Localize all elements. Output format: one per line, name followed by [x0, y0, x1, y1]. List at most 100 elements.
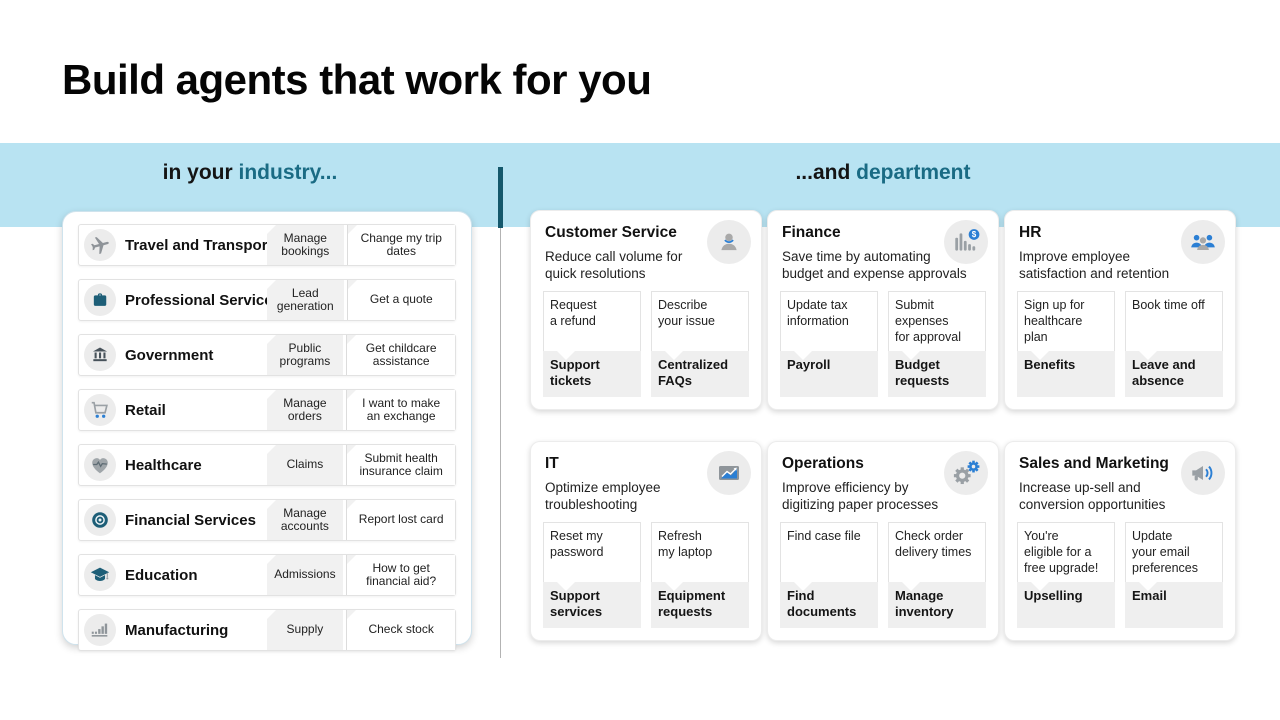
industry-panel: Travel and Transport Manage bookings Cha… — [62, 211, 472, 651]
department-title: Sales and Marketing — [1019, 455, 1169, 472]
department-header: ...and department — [500, 161, 1266, 185]
industry-row: Travel and Transport Manage bookings Cha… — [78, 224, 456, 266]
department-columns: Request a refund Support tickets Describ… — [543, 291, 749, 397]
page-title: Build agents that work for you — [62, 56, 652, 103]
department-description: Save time by automating budget and expen… — [782, 249, 967, 281]
industry-prompt-chip: Check stock — [346, 610, 455, 650]
industry-topic-chip: Manage orders — [266, 390, 344, 430]
industry-label: Government — [125, 346, 214, 364]
prompt-bubble: Check order delivery times — [888, 522, 986, 582]
column-divider-line — [500, 228, 501, 658]
capability-label: Email — [1125, 582, 1223, 628]
industry-main: Healthcare — [79, 445, 267, 485]
gears-icon — [944, 451, 988, 495]
industry-main: Manufacturing — [79, 610, 267, 650]
industry-label: Manufacturing — [125, 621, 229, 639]
industry-main: Travel and Transport — [79, 225, 273, 265]
industry-row: Retail Manage orders I want to make an e… — [78, 389, 456, 431]
prompt-bubble: Describe your issue — [651, 291, 749, 351]
industry-main: Professional Services — [79, 280, 281, 320]
industry-header-accent: industry... — [238, 161, 338, 184]
industry-label: Retail — [125, 401, 166, 419]
department-columns: Update tax information Payroll Submit ex… — [780, 291, 986, 397]
prompt-bubble: Reset my password — [543, 522, 641, 582]
industry-prompt-chip: Get childcare assistance — [346, 335, 455, 375]
capability-label: Manage inventory — [888, 582, 986, 628]
department-column: Request a refund Support tickets — [543, 291, 641, 397]
department-card: IT Optimize employee troubleshooting Res… — [530, 441, 762, 641]
industry-row: Financial Services Manage accounts Repor… — [78, 499, 456, 541]
department-title: Finance — [782, 224, 841, 241]
department-column: Sign up for healthcare plan Benefits — [1017, 291, 1115, 397]
industry-prompt-chip: How to get financial aid? — [346, 555, 455, 595]
svg-text:$: $ — [972, 230, 977, 239]
department-title: Customer Service — [545, 224, 677, 241]
department-column: Describe your issue Centralized FAQs — [651, 291, 749, 397]
industry-topic-chip: Claims — [266, 445, 344, 485]
industry-topic-chip: Admissions — [266, 555, 344, 595]
industry-main: Education — [79, 555, 267, 595]
industry-prompt-chip: Change my trip dates — [346, 225, 455, 265]
bank-icon — [84, 339, 116, 371]
industry-prompt-chip: I want to make an exchange — [346, 390, 455, 430]
industry-topic-chip: Manage bookings — [267, 225, 344, 265]
department-columns: You're eligible for a free upgrade! Upse… — [1017, 522, 1223, 628]
industry-header: in your industry... — [0, 161, 500, 185]
industry-header-prefix: in your — [162, 161, 239, 184]
industry-main: Financial Services — [79, 500, 267, 540]
department-columns: Reset my password Support services Refre… — [543, 522, 749, 628]
department-grid: Customer Service Reduce call volume for … — [530, 210, 1236, 641]
coin-icon — [84, 504, 116, 536]
industry-prompt-chip: Get a quote — [346, 280, 455, 320]
industry-row: Government Public programs Get childcare… — [78, 334, 456, 376]
capability-label: Payroll — [780, 351, 878, 397]
graduation-cap-icon — [84, 559, 116, 591]
department-card: Finance $ Save time by automating budget… — [767, 210, 999, 410]
industry-row: Manufacturing Supply Check stock — [78, 609, 456, 651]
department-description: Improve employee satisfaction and retent… — [1019, 249, 1170, 281]
production-bars-icon — [84, 614, 116, 646]
capability-label: Leave and absence — [1125, 351, 1223, 397]
department-columns: Find case file Find documents Check orde… — [780, 522, 986, 628]
department-column: Find case file Find documents — [780, 522, 878, 628]
department-columns: Sign up for healthcare plan Benefits Boo… — [1017, 291, 1223, 397]
department-column: Book time off Leave and absence — [1125, 291, 1223, 397]
industry-topic-chip: Public programs — [266, 335, 344, 375]
heart-pulse-icon — [84, 449, 116, 481]
industry-label: Education — [125, 566, 198, 584]
industry-label: Travel and Transport — [125, 236, 273, 254]
briefcase-icon — [84, 284, 116, 316]
capability-label: Support services — [543, 582, 641, 628]
industry-row: Professional Services Lead generation Ge… — [78, 279, 456, 321]
industry-topic-chip: Manage accounts — [266, 500, 344, 540]
department-column: Reset my password Support services — [543, 522, 641, 628]
prompt-bubble: Refresh my laptop — [651, 522, 749, 582]
prompt-bubble: You're eligible for a free upgrade! — [1017, 522, 1115, 582]
department-column: Update your email preferences Email — [1125, 522, 1223, 628]
department-header-accent: department — [856, 161, 971, 184]
megaphone-icon — [1181, 451, 1225, 495]
industry-label: Professional Services — [125, 291, 281, 309]
industry-prompt-chip: Submit health insurance claim — [346, 445, 455, 485]
prompt-bubble: Find case file — [780, 522, 878, 582]
capability-label: Upselling — [1017, 582, 1115, 628]
prompt-bubble: Request a refund — [543, 291, 641, 351]
department-description: Increase up-sell and conversion opportun… — [1019, 480, 1166, 512]
industry-topic-chip: Lead generation — [267, 280, 344, 320]
department-title: HR — [1019, 224, 1042, 241]
prompt-bubble: Update your email preferences — [1125, 522, 1223, 582]
department-column: Refresh my laptop Equipment requests — [651, 522, 749, 628]
industry-topic-chip: Supply — [266, 610, 344, 650]
department-column: You're eligible for a free upgrade! Upse… — [1017, 522, 1115, 628]
header-divider — [498, 167, 503, 228]
shopping-cart-icon — [84, 394, 116, 426]
department-card: HR Improve employee satisfaction and ret… — [1004, 210, 1236, 410]
prompt-bubble: Book time off — [1125, 291, 1223, 351]
airplane-icon — [84, 229, 116, 261]
industry-prompt-chip: Report lost card — [346, 500, 455, 540]
department-card: Sales and Marketing Increase up-sell and… — [1004, 441, 1236, 641]
industry-row: Education Admissions How to get financia… — [78, 554, 456, 596]
industry-label: Financial Services — [125, 511, 256, 529]
department-description: Improve efficiency by digitizing paper p… — [782, 480, 939, 512]
industry-label: Healthcare — [125, 456, 202, 474]
